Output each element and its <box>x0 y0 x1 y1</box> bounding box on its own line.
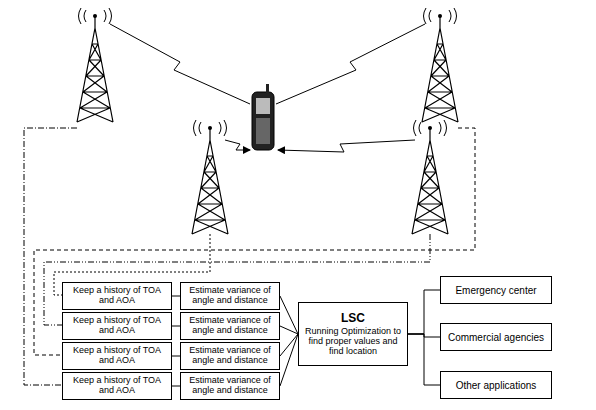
history-box: Keep a history of TOA and AOA <box>62 312 172 340</box>
connector-line <box>280 334 298 356</box>
connector-line <box>172 326 180 327</box>
box-text: Running Optimization to find proper valu… <box>303 327 403 357</box>
connector-line <box>408 290 440 334</box>
connector-line <box>172 386 180 387</box>
connector-line <box>280 296 298 334</box>
box-text: Keep a history of TOA and AOA <box>67 286 167 306</box>
box-text: Estimate variance of angle and distance <box>185 346 275 366</box>
connector-line <box>280 326 298 334</box>
output-box: Commercial agencies <box>440 323 552 351</box>
phone-icon <box>252 84 274 150</box>
box-text: Emergency center <box>455 285 536 296</box>
history-box: Keep a history of TOA and AOA <box>62 342 172 370</box>
lsc-box: LSC Running Optimization to find proper v… <box>298 302 408 366</box>
tower-icon <box>192 120 228 234</box>
box-heading: LSC <box>341 312 365 325</box>
backhaul-line <box>24 128 475 385</box>
variance-box: Estimate variance of angle and distance <box>180 282 280 310</box>
radio-link <box>110 24 425 152</box>
tower-icon <box>422 8 458 122</box>
connector-line <box>280 334 298 386</box>
box-text: Estimate variance of angle and distance <box>185 316 275 336</box>
tower-icon <box>77 8 113 122</box>
variance-box: Estimate variance of angle and distance <box>180 372 280 400</box>
box-text: Estimate variance of angle and distance <box>185 286 275 306</box>
box-text: Keep a history of TOA and AOA <box>67 346 167 366</box>
variance-box: Estimate variance of angle and distance <box>180 312 280 340</box>
output-box: Emergency center <box>440 276 552 304</box>
history-box: Keep a history of TOA and AOA <box>62 282 172 310</box>
connector-line <box>172 356 180 357</box>
box-text: Keep a history of TOA and AOA <box>67 316 167 336</box>
box-text: Commercial agencies <box>448 332 544 343</box>
connector-line <box>408 334 440 385</box>
box-text: Other applications <box>456 380 537 391</box>
output-box: Other applications <box>440 371 552 399</box>
box-text: Estimate variance of angle and distance <box>185 376 275 396</box>
tower-icon <box>412 120 448 234</box>
variance-box: Estimate variance of angle and distance <box>180 342 280 370</box>
connector-line <box>172 296 180 297</box>
history-box: Keep a history of TOA and AOA <box>62 372 172 400</box>
box-text: Keep a history of TOA and AOA <box>67 376 167 396</box>
